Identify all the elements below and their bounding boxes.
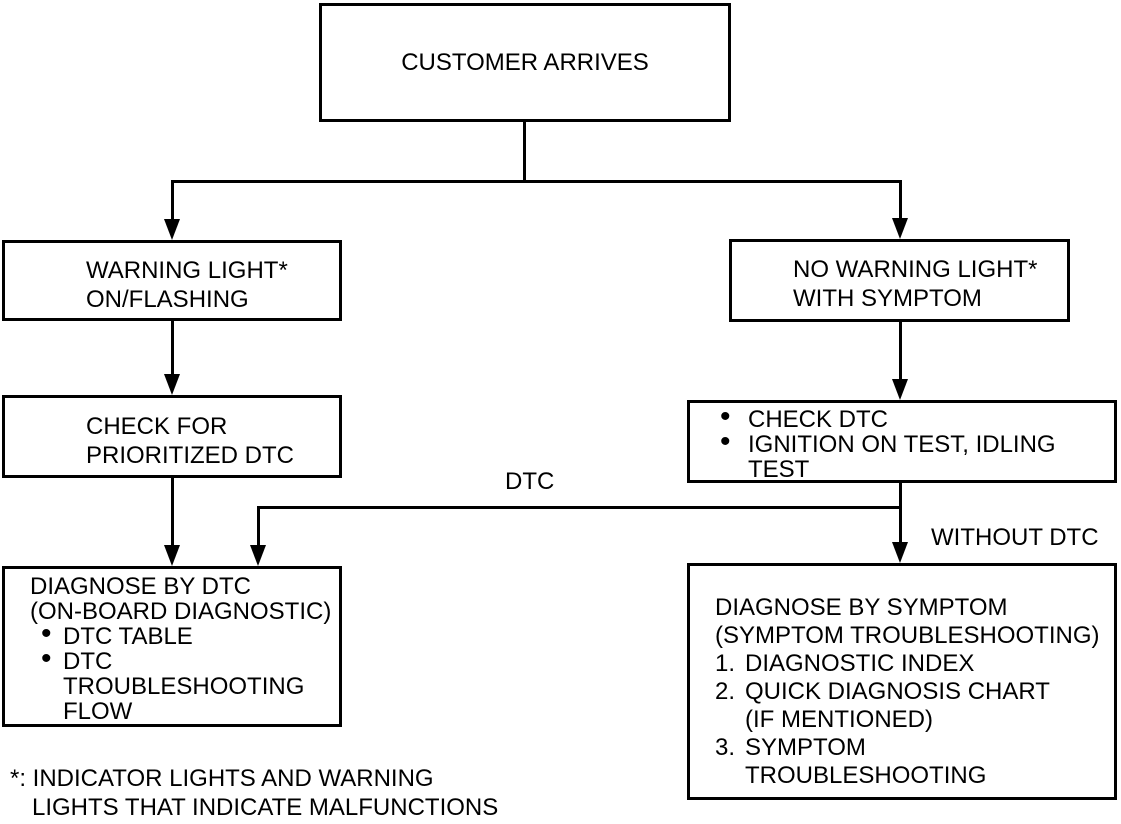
list-item-text: (IF MENTIONED) <box>745 706 933 733</box>
connector-right-drop <box>899 180 902 221</box>
connector-warning-to-check <box>171 320 174 377</box>
bullet-icon: • <box>41 617 52 650</box>
no-warning-light-line: WITH SYMPTOM <box>793 285 982 312</box>
diagnose-by-dtc-heading: DIAGNOSE BY DTC <box>30 573 251 600</box>
list-item-continuation: TROUBLESHOOTING <box>690 762 1108 790</box>
numbered-item: 2. QUICK DIAGNOSIS CHART <box>690 678 1108 706</box>
diagnose-by-symptom-heading: (SYMPTOM TROUBLESHOOTING) <box>715 622 1100 649</box>
arrowhead-into-warning-light <box>164 219 180 240</box>
numbered-item: 1. DIAGNOSTIC INDEX <box>690 650 1108 678</box>
list-item: • CHECK DTC <box>690 400 1108 433</box>
list-item-text: QUICK DIAGNOSIS CHART <box>745 678 1050 705</box>
customer-arrives-box: CUSTOMER ARRIVES <box>319 3 731 122</box>
list-item-text: FLOW <box>63 698 133 725</box>
warning-light-line: WARNING LIGHT* <box>86 257 288 284</box>
arrowhead-into-diagnose-dtc-right <box>250 545 266 566</box>
check-prioritized-dtc-line: CHECK FOR <box>86 413 228 440</box>
item-number: 1. <box>715 650 736 677</box>
connector-dtc-branch-bar <box>257 506 902 509</box>
connector-customer-down <box>523 121 526 183</box>
list-item-text: TROUBLESHOOTING <box>745 762 987 789</box>
list-item-text: DTC TABLE <box>63 623 193 650</box>
connector-nowarning-to-checkdtc <box>899 321 902 381</box>
customer-arrives-label: CUSTOMER ARRIVES <box>401 49 649 76</box>
connector-split-bar <box>171 180 902 183</box>
item-number: 3. <box>715 734 736 761</box>
list-item-continuation: (IF MENTIONED) <box>690 706 1108 734</box>
diagnose-by-dtc-heading: (ON-BOARD DIAGNOSTIC) <box>30 598 332 625</box>
arrowhead-into-no-warning-light <box>892 218 908 239</box>
list-item-text: TROUBLESHOOTING <box>63 673 305 700</box>
connector-check-to-diagnose-dtc <box>171 476 174 548</box>
list-item-text: DTC <box>63 648 113 675</box>
list-item-text: TEST <box>748 456 810 483</box>
connector-checkdtc-down <box>899 482 902 544</box>
footnote-line: *: INDICATOR LIGHTS AND WARNING <box>10 765 434 792</box>
item-number: 2. <box>715 678 736 705</box>
no-warning-light-line: NO WARNING LIGHT* <box>793 256 1038 283</box>
without-dtc-edge-label: WITHOUT DTC <box>931 524 1099 551</box>
arrowhead-into-check-prioritized <box>164 374 180 395</box>
check-dtc-box: • CHECK DTC • IGNITION ON TEST, IDLING T… <box>687 400 1117 483</box>
footnote-line: LIGHTS THAT INDICATE MALFUNCTIONS <box>32 794 499 821</box>
check-prioritized-dtc-box: CHECK FOR PRIORITIZED DTC <box>2 395 342 478</box>
arrowhead-into-diagnose-symptom <box>892 542 908 563</box>
list-item-continuation: TROUBLESHOOTING <box>5 674 335 699</box>
bullet-icon: • <box>720 425 731 458</box>
list-item-text: SYMPTOM <box>745 734 866 761</box>
no-warning-light-box: NO WARNING LIGHT* WITH SYMPTOM <box>729 239 1070 322</box>
dtc-edge-label: DTC <box>505 468 555 495</box>
diagnose-by-dtc-box: DIAGNOSE BY DTC (ON-BOARD DIAGNOSTIC) • … <box>2 566 342 727</box>
list-item: • DTC <box>5 642 335 675</box>
list-item-continuation: TEST <box>690 457 1108 482</box>
check-prioritized-dtc-line: PRIORITIZED DTC <box>86 442 294 469</box>
warning-light-box: WARNING LIGHT* ON/FLASHING <box>2 240 342 321</box>
bullet-icon: • <box>720 400 731 433</box>
arrowhead-into-check-dtc <box>892 379 908 400</box>
list-item: • DTC TABLE <box>5 617 335 650</box>
list-item-continuation: FLOW <box>5 699 335 724</box>
arrowhead-into-diagnose-dtc-left <box>164 545 180 566</box>
bullet-icon: • <box>41 642 52 675</box>
warning-light-line: ON/FLASHING <box>86 286 249 313</box>
connector-dtc-branch-drop <box>257 506 260 548</box>
diagnose-by-symptom-heading: DIAGNOSE BY SYMPTOM <box>715 594 1008 621</box>
diagnose-by-symptom-box: DIAGNOSE BY SYMPTOM (SYMPTOM TROUBLESHOO… <box>687 563 1117 800</box>
list-item-text: IGNITION ON TEST, IDLING <box>748 431 1056 458</box>
list-item-text: DIAGNOSTIC INDEX <box>745 650 975 677</box>
list-item: • IGNITION ON TEST, IDLING <box>690 425 1108 458</box>
connector-left-drop <box>171 180 174 222</box>
footnote: *: INDICATOR LIGHTS AND WARNING LIGHTS T… <box>10 764 498 822</box>
numbered-item: 3. SYMPTOM <box>690 734 1108 762</box>
list-item-text: CHECK DTC <box>748 406 889 433</box>
